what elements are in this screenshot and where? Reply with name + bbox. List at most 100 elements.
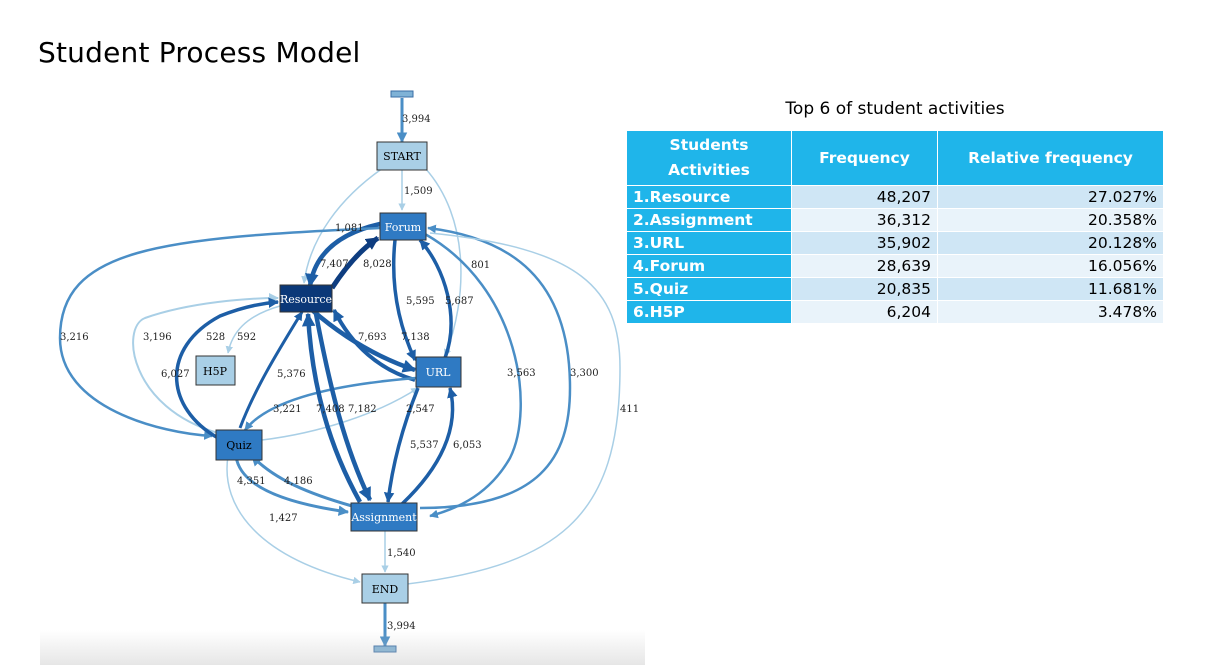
node-resource-label: Resource bbox=[280, 293, 332, 306]
edge-label: 4,351 bbox=[237, 476, 266, 487]
edge-label: 5,687 bbox=[445, 296, 474, 307]
process-model-svg: START Forum Resource H5P URL Quiz Assign… bbox=[58, 90, 639, 653]
edge-quiz-resource-3 bbox=[238, 311, 304, 429]
cell-activity: 5.Quiz bbox=[626, 277, 792, 301]
edge-label: 5,537 bbox=[410, 440, 439, 451]
edge-label: 1,540 bbox=[387, 548, 416, 559]
node-start-label: START bbox=[383, 150, 421, 163]
cell-relative: 11.681% bbox=[937, 277, 1164, 301]
node-assignment[interactable]: Assignment bbox=[350, 502, 418, 532]
edge-label: 4,186 bbox=[284, 476, 313, 487]
edge-label: 1,427 bbox=[269, 513, 298, 524]
header-activities: Students Activities bbox=[626, 130, 792, 186]
cell-activity: 4.Forum bbox=[626, 254, 792, 278]
header-frequency: Frequency bbox=[791, 130, 938, 186]
edge-label: 7,138 bbox=[401, 332, 430, 343]
node-resource[interactable]: Resource bbox=[279, 284, 333, 313]
edge-quiz-end bbox=[226, 455, 361, 585]
edge-label: 3,994 bbox=[402, 114, 431, 125]
cell-activity: 6.H5P bbox=[626, 300, 792, 324]
edge-label: 7,407 bbox=[320, 259, 349, 270]
cell-activity: 3.URL bbox=[626, 231, 792, 255]
edge-label: 7,693 bbox=[358, 332, 387, 343]
node-quiz[interactable]: Quiz bbox=[215, 429, 263, 461]
cell-relative: 20.358% bbox=[937, 208, 1164, 232]
cell-activity: 1.Resource bbox=[626, 185, 792, 209]
edge-label: 3,221 bbox=[273, 404, 302, 415]
edge-forum-end bbox=[389, 232, 621, 590]
edge-resource-url bbox=[310, 308, 417, 373]
edge-resource-assignment bbox=[313, 313, 373, 502]
cell-relative: 3.478% bbox=[937, 300, 1164, 324]
edge-label: 7,408 bbox=[316, 404, 345, 415]
edge-label: 2,547 bbox=[406, 404, 435, 415]
node-h5p-label: H5P bbox=[203, 365, 228, 378]
edge-quiz-resource bbox=[132, 293, 279, 434]
edge-label: 1,081 bbox=[335, 223, 364, 234]
cell-frequency: 20,835 bbox=[791, 277, 938, 301]
node-assignment-label: Assignment bbox=[350, 511, 417, 524]
cell-frequency: 35,902 bbox=[791, 231, 938, 255]
edge-url-resource bbox=[332, 308, 416, 382]
edge-start-resource bbox=[301, 167, 384, 284]
edge-label: 411 bbox=[620, 404, 639, 415]
edge-assignment-url bbox=[400, 386, 458, 506]
edge-label: 801 bbox=[471, 260, 490, 271]
edge-label: 528 bbox=[206, 332, 225, 343]
activity-frequency-table: Students Activities Frequency Relative f… bbox=[626, 130, 1164, 324]
edge-assignment-quiz bbox=[250, 454, 353, 508]
edge-url-forum bbox=[418, 238, 453, 359]
table-row: 6.H5P 6,204 3.478% bbox=[626, 300, 1164, 324]
edge-forum-quiz bbox=[58, 226, 381, 440]
edge-label: 3,196 bbox=[143, 332, 172, 343]
node-forum-label: Forum bbox=[385, 221, 422, 234]
cell-frequency: 48,207 bbox=[791, 185, 938, 209]
table-header-row: Students Activities Frequency Relative f… bbox=[626, 130, 1164, 186]
edge-label: 3,300 bbox=[570, 368, 599, 379]
table-caption: Top 6 of student activities bbox=[785, 99, 1005, 119]
cell-frequency: 28,639 bbox=[791, 254, 938, 278]
edge-assignment-forum bbox=[419, 224, 572, 510]
cell-frequency: 36,312 bbox=[791, 208, 938, 232]
node-forum[interactable]: Forum bbox=[379, 212, 427, 241]
cell-relative: 16.056% bbox=[937, 254, 1164, 278]
edge-label: 6,027 bbox=[161, 369, 190, 380]
edge-assignment-resource bbox=[301, 312, 362, 504]
edge-labels: 3,994 1,509 1,081 801 7,407 8,028 5,595 … bbox=[60, 114, 639, 632]
edges bbox=[58, 98, 621, 648]
table-row: 4.Forum 28,639 16.056% bbox=[626, 254, 1164, 278]
edge-label: 5,595 bbox=[406, 296, 435, 307]
edge-label: 7,182 bbox=[348, 404, 377, 415]
node-h5p[interactable]: H5P bbox=[195, 355, 236, 386]
edge-label: 592 bbox=[237, 332, 256, 343]
edge-quiz-assignment bbox=[234, 455, 350, 516]
node-url[interactable]: URL bbox=[415, 356, 462, 388]
edge-label: 3,994 bbox=[387, 621, 416, 632]
process-model-diagram: START Forum Resource H5P URL Quiz Assign… bbox=[40, 88, 645, 665]
node-end[interactable]: END bbox=[361, 573, 409, 604]
edge-label: 1,509 bbox=[404, 186, 433, 197]
edge-label: 3,216 bbox=[60, 332, 89, 343]
cell-frequency: 6,204 bbox=[791, 300, 938, 324]
edge-label: 6,053 bbox=[453, 440, 482, 451]
table-row: 1.Resource 48,207 27.027% bbox=[626, 185, 1164, 209]
edge-forum-url bbox=[391, 239, 417, 361]
edge-label: 3,563 bbox=[507, 368, 536, 379]
node-start[interactable]: START bbox=[376, 141, 428, 171]
screenshot-edge-shadow bbox=[40, 630, 645, 665]
edge-url-quiz bbox=[244, 376, 417, 431]
edge-url-assignment bbox=[383, 387, 420, 504]
node-end-label: END bbox=[372, 583, 399, 596]
table-row: 5.Quiz 20,835 11.681% bbox=[626, 277, 1164, 301]
edge-label: 8,028 bbox=[363, 259, 392, 270]
edge-quiz-url bbox=[261, 387, 419, 441]
edge-resource-forum bbox=[329, 235, 380, 290]
header-relative-frequency: Relative frequency bbox=[937, 130, 1164, 186]
cell-activity: 2.Assignment bbox=[626, 208, 792, 232]
cell-relative: 20.128% bbox=[937, 231, 1164, 255]
node-quiz-label: Quiz bbox=[226, 439, 252, 452]
table-row: 3.URL 35,902 20.128% bbox=[626, 231, 1164, 255]
table-row: 2.Assignment 36,312 20.358% bbox=[626, 208, 1164, 232]
sink-node bbox=[373, 645, 397, 653]
edge-resource-h5p bbox=[225, 305, 281, 354]
